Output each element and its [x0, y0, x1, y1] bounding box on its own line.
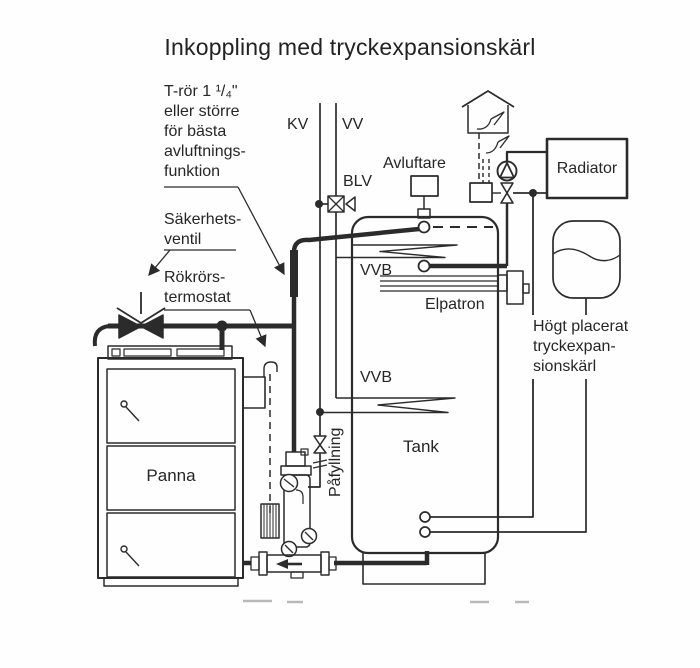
tank-vessel — [320, 175, 530, 585]
shunt-valve-assembly — [250, 448, 337, 579]
label-sakerhetsventil: Säkerhets- ventil — [164, 211, 242, 248]
boiler — [97, 345, 278, 587]
label-rokrorstermostat: Rökrörs- termostat — [164, 269, 231, 306]
door-handle-icon — [120, 545, 140, 567]
label-t-ror: T-rör 1 ¹/₄" eller större för bästa avlu… — [164, 83, 246, 180]
electric-heater-icon — [380, 270, 530, 305]
vvb-coil-lower — [320, 397, 456, 414]
label-vvb-lower: VVB — [360, 369, 393, 386]
outdoor-sensor-house-icon — [461, 90, 515, 134]
pump-icon — [496, 160, 518, 182]
label-panna: Panna — [146, 466, 196, 485]
safety-valve-icon — [116, 292, 166, 339]
control-capillaries — [478, 133, 510, 183]
blv-mixing-valve-icon — [327, 195, 356, 213]
scan-artifacts — [243, 599, 529, 604]
label-radiator: Radiator — [556, 160, 618, 177]
radiator-box — [545, 137, 629, 200]
label-hogt-placerat: Högt placerat tryckexpan- sionskärl — [525, 315, 633, 379]
label-blv: BLV — [343, 173, 373, 190]
expansion-vessel — [552, 220, 621, 299]
air-vent-box — [410, 175, 439, 219]
page-title: Inkoppling med tryckexpansionskärl — [164, 34, 536, 60]
label-vv: VV — [342, 116, 364, 133]
label-tank: Tank — [403, 437, 439, 456]
label-avluftare: Avluftare — [383, 155, 446, 172]
shunt-valve-icon — [500, 182, 514, 204]
thick-pipes — [92, 226, 507, 566]
liquid-level-wave — [552, 248, 621, 262]
label-vvb-upper: VVB — [360, 262, 393, 279]
leader-lines — [148, 186, 285, 348]
door-handle-icon — [120, 400, 140, 422]
label-elpatron: Elpatron — [425, 296, 485, 313]
vvb-coil-upper — [336, 244, 458, 259]
flue-outlet — [242, 361, 278, 409]
label-kv: KV — [287, 116, 309, 133]
label-pafyllning: Påfyllning — [327, 427, 344, 497]
control-unit-box — [469, 182, 493, 203]
tap-water-pipes — [315, 103, 337, 436]
fill-valve-icon — [308, 435, 328, 488]
